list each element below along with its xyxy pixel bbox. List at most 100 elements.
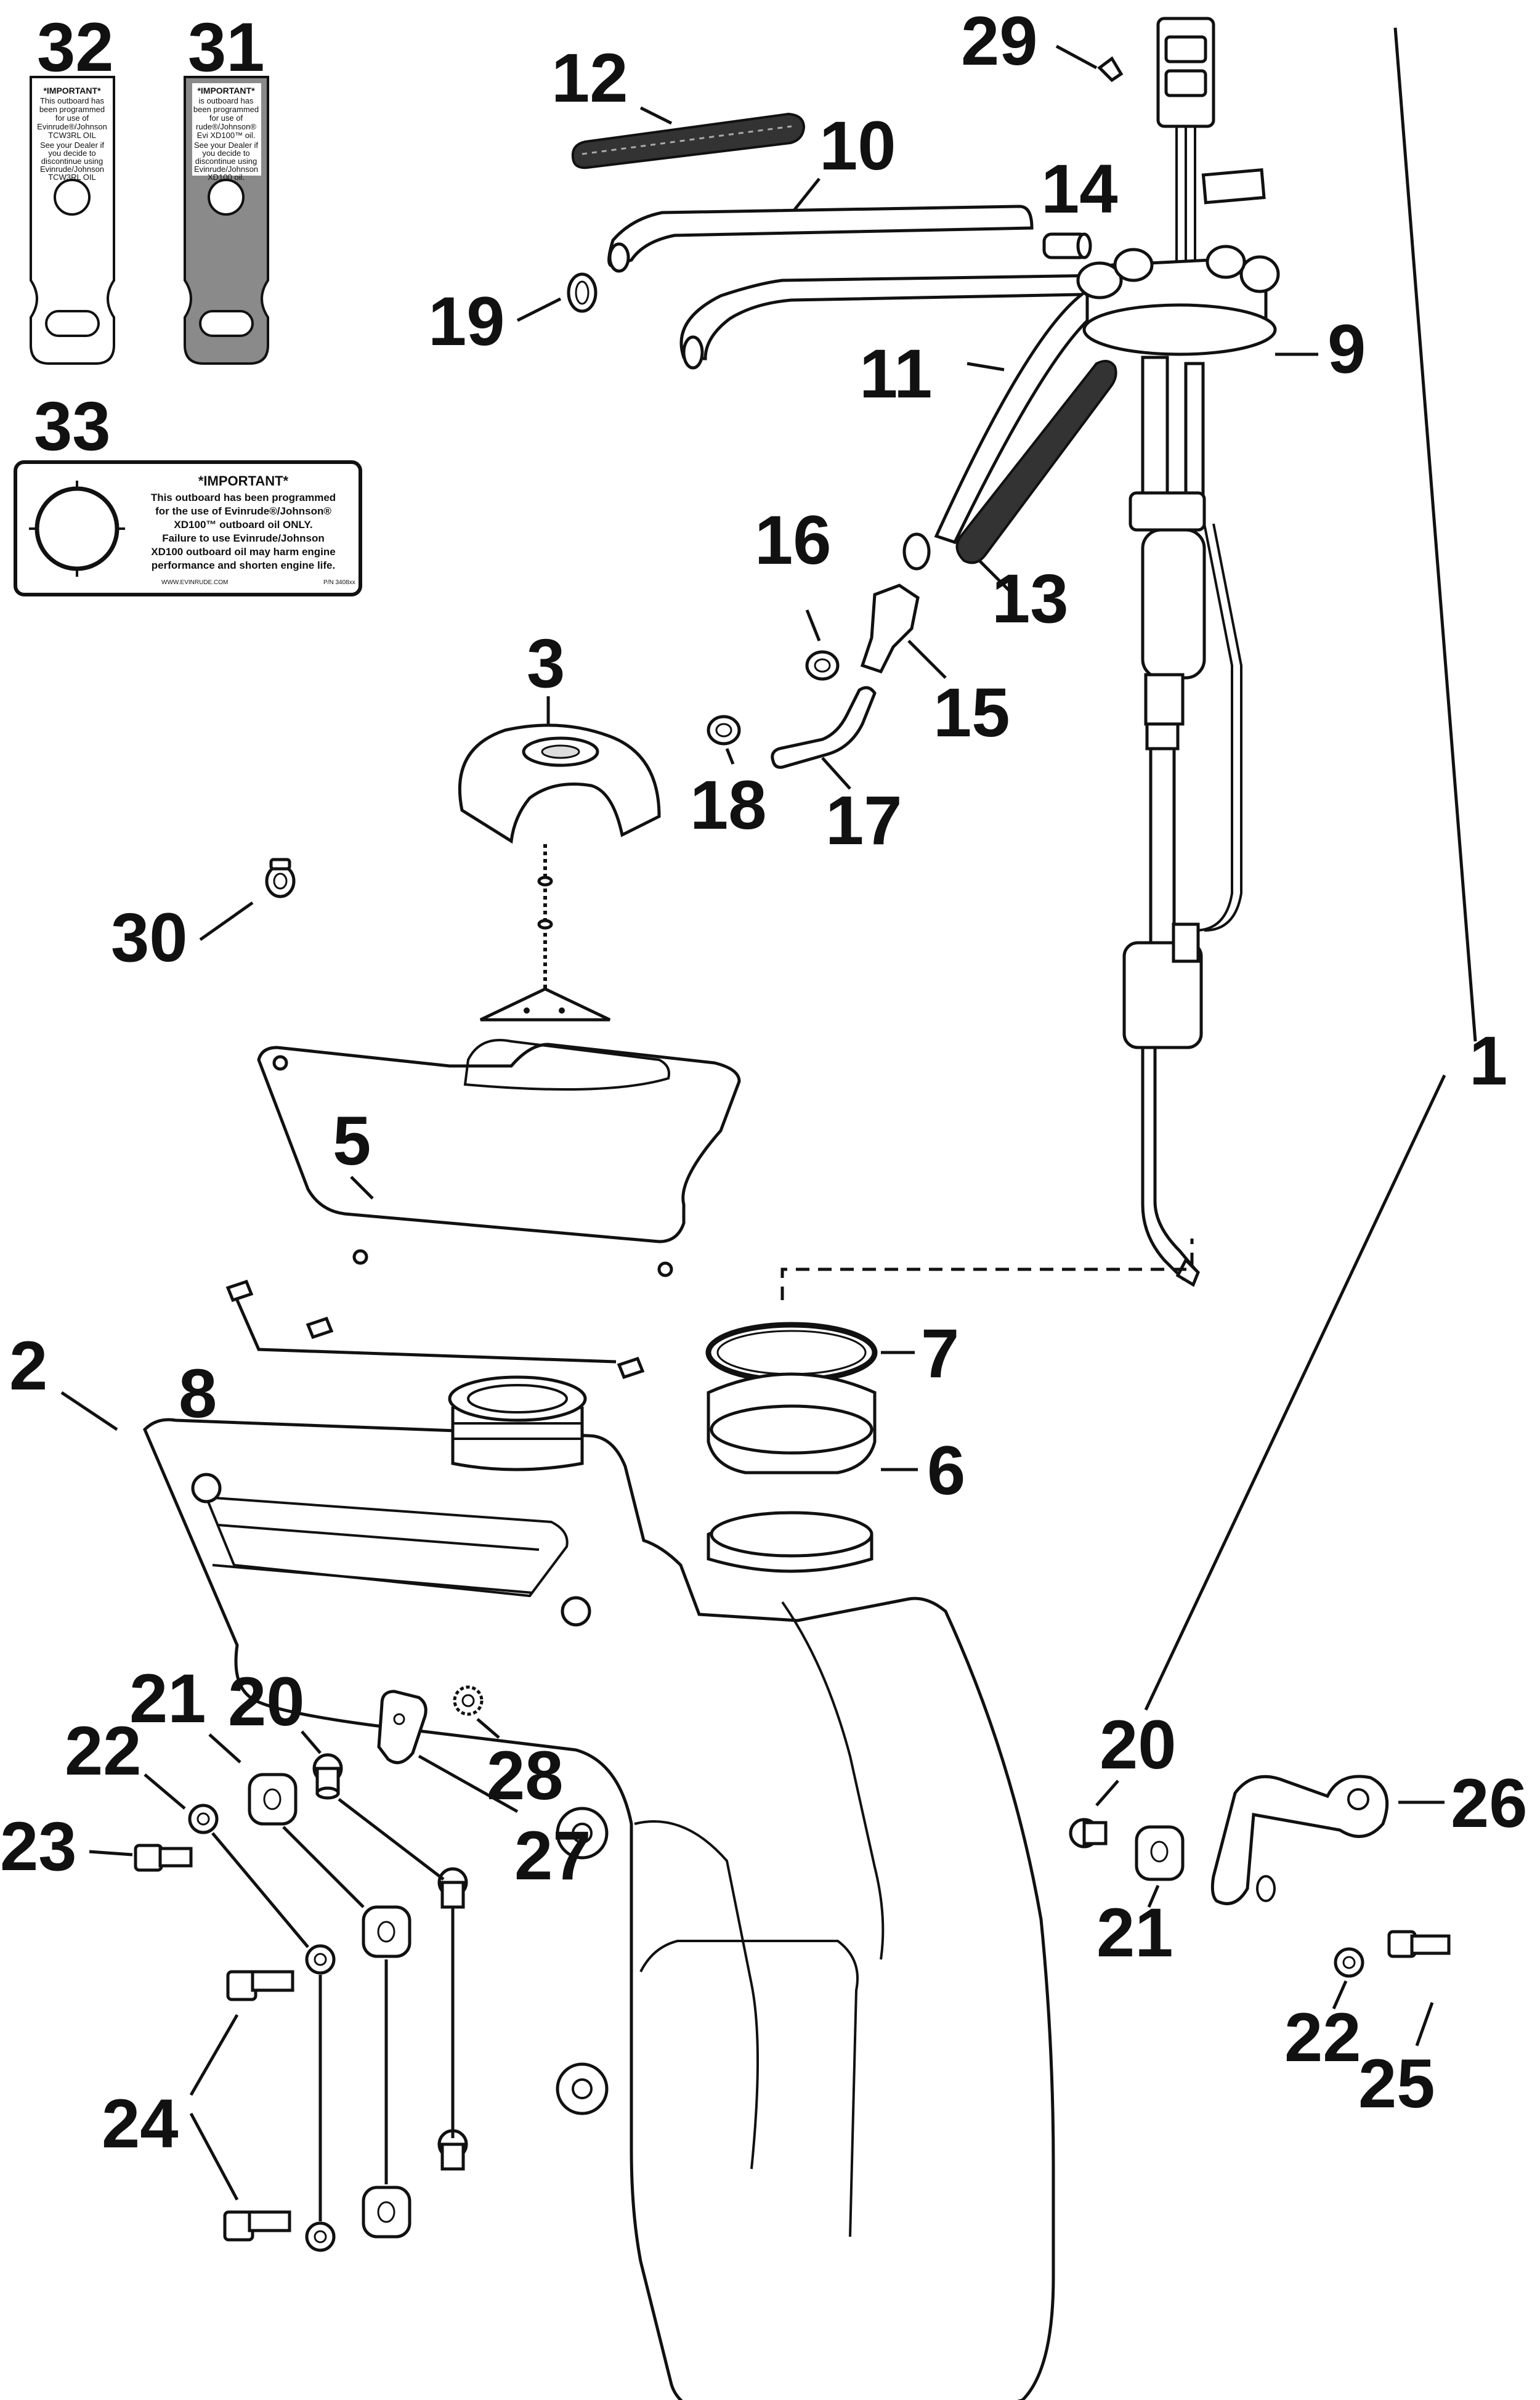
- part-23-bolt: [134, 1844, 193, 1872]
- svg-text:*IMPORTANT*: *IMPORTANT*: [43, 86, 101, 96]
- callout-33: 33: [34, 388, 111, 465]
- leader-22-left: [144, 1773, 186, 1810]
- callout-19: 19: [428, 283, 505, 360]
- svg-text:discontinue using: discontinue using: [41, 157, 103, 166]
- part-18-clamp: [707, 715, 741, 746]
- part-27-clip: [377, 1690, 428, 1765]
- callout-30: 30: [111, 899, 188, 976]
- part-30-clamp: [265, 858, 296, 898]
- svg-text:rude®/Johnson®: rude®/Johnson®: [196, 122, 256, 131]
- svg-text:*IMPORTANT*: *IMPORTANT*: [197, 86, 255, 96]
- leader-1b: [1144, 1074, 1446, 1711]
- svg-text:See your Dealer if: See your Dealer if: [194, 140, 258, 150]
- leader-18: [725, 748, 735, 765]
- svg-text:TCW3RL OIL: TCW3RL OIL: [48, 173, 96, 182]
- part-21-grommet: [248, 1773, 298, 1826]
- part-29-clip: [1097, 56, 1124, 83]
- callout-13: 13: [992, 560, 1069, 637]
- svg-text:Evinrude/Johnson: Evinrude/Johnson: [40, 165, 104, 174]
- svg-text:is outboard has: is outboard has: [199, 96, 254, 105]
- svg-text:you decide to: you decide to: [48, 148, 95, 158]
- part-21-grommet: [362, 2186, 411, 2239]
- callout-16: 16: [755, 502, 832, 579]
- part-19-clamp: [567, 272, 598, 313]
- callout-17: 17: [825, 782, 902, 859]
- part-22-washer: [188, 1804, 219, 1834]
- part-13-braided-sleeve: [955, 360, 1117, 564]
- decal-31-text: *IMPORTANT* is outboard has been program…: [193, 86, 259, 182]
- part-28-star-washer: [453, 1685, 484, 1716]
- callout-3: 3: [527, 625, 565, 702]
- svg-text:XD100™ outboard oil ONLY.: XD100™ outboard oil ONLY.: [174, 519, 312, 531]
- leader-28: [476, 1718, 500, 1739]
- decal-32: *IMPORTANT* This outboard has been progr…: [30, 76, 115, 365]
- part-9-oil-pump-assembly: [1076, 17, 1280, 1287]
- leader-20-left: [301, 1730, 322, 1754]
- callout-8: 8: [179, 1355, 217, 1432]
- callout-12: 12: [551, 39, 628, 116]
- svg-text:Evinrude/Johnson: Evinrude/Johnson: [194, 165, 258, 174]
- svg-text:Evi XD100™ oil.: Evi XD100™ oil.: [197, 131, 256, 140]
- part-22-washer: [305, 2221, 336, 2252]
- part-2-oil-tank: [143, 1375, 1055, 2400]
- assembly-dashed-line: [780, 1239, 1194, 1300]
- callout-9: 9: [1327, 311, 1366, 388]
- part-24-bolt: [223, 2210, 291, 2242]
- leader-27: [418, 1754, 519, 1813]
- callout-5: 5: [333, 1102, 371, 1179]
- leader-17: [821, 757, 851, 790]
- callout-20-left: 20: [228, 1663, 305, 1740]
- callout-26: 26: [1451, 1765, 1528, 1842]
- leader-25: [1415, 2002, 1434, 2046]
- callout-10: 10: [819, 107, 896, 184]
- callout-7: 7: [921, 1315, 959, 1392]
- leader-29: [1055, 44, 1098, 70]
- callout-15: 15: [933, 674, 1010, 751]
- label-33: *IMPORTANT* This outboard has been progr…: [14, 460, 362, 596]
- leader-21-right: [1147, 1885, 1160, 1908]
- part-22-washer: [305, 1944, 336, 1975]
- part-5-mounting-plate: [257, 1039, 741, 1277]
- part-12-braided-sleeve: [571, 112, 806, 169]
- part-20-bushing-right: [1069, 1818, 1108, 1849]
- callout-25: 25: [1358, 2045, 1435, 2122]
- part-20-bushing: [437, 1867, 468, 1909]
- callout-32: 32: [37, 9, 114, 86]
- leader-16: [805, 609, 821, 641]
- part-15-check-valve: [860, 584, 920, 674]
- callout-6: 6: [927, 1432, 965, 1509]
- svg-text:discontinue using: discontinue using: [195, 157, 257, 166]
- svg-text:TCW3RL OIL: TCW3RL OIL: [48, 131, 96, 140]
- svg-text:you decide to: you decide to: [202, 148, 249, 158]
- part-21-grommet-right: [1135, 1825, 1185, 1881]
- svg-text:been programmed: been programmed: [193, 105, 259, 114]
- decal-32-text: *IMPORTANT* This outboard has been progr…: [37, 86, 107, 182]
- leader-20-right: [1095, 1780, 1119, 1807]
- svg-text:This outboard has: This outboard has: [40, 96, 105, 105]
- callout-11: 11: [859, 335, 932, 412]
- part-22-washer-right: [1334, 1947, 1364, 1978]
- part-17-elbow-hose: [771, 686, 877, 769]
- leader-11: [967, 362, 1005, 372]
- svg-text:This outboard has been program: This outboard has been programmed: [151, 492, 336, 503]
- callout-29: 29: [961, 2, 1038, 79]
- part-11-hose: [679, 274, 1114, 571]
- decal-31: *IMPORTANT* is outboard has been program…: [184, 76, 269, 365]
- leader-21-left: [208, 1733, 241, 1763]
- part-14-fitting: [1042, 232, 1092, 259]
- svg-text:WWW.EVINRUDE.COM: WWW.EVINRUDE.COM: [161, 579, 228, 586]
- callout-1: 1: [1469, 1022, 1507, 1099]
- svg-text:for the use of Evinrude®/Johns: for the use of Evinrude®/Johnson®: [155, 505, 331, 517]
- callout-31: 31: [188, 9, 265, 86]
- leader-12: [639, 106, 673, 125]
- part-7-gasket-ring: [705, 1322, 878, 1383]
- left-hardware-parts: [134, 1753, 468, 2252]
- svg-text:Evinrude®/Johnson: Evinrude®/Johnson: [37, 122, 107, 131]
- leader-5: [350, 1176, 374, 1200]
- part-26-bracket: [1210, 1775, 1389, 1905]
- plate-screws: [225, 1279, 645, 1380]
- leader-10: [793, 177, 821, 211]
- callout-2: 2: [9, 1327, 47, 1404]
- leader-30: [199, 901, 254, 942]
